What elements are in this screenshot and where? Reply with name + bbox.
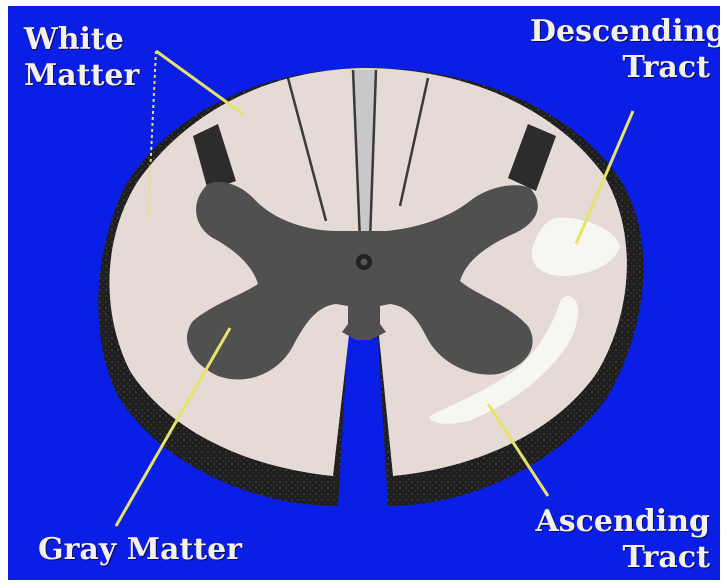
diagram-frame: White Matter Descending Tract Gray Matte… bbox=[8, 6, 720, 580]
label-descending-tract-line-2: Tract bbox=[530, 50, 710, 86]
label-ascending-tract-line-1: Ascending bbox=[530, 504, 710, 540]
label-gray-matter-line-1: Gray Matter bbox=[38, 532, 242, 568]
label-gray-matter: Gray Matter bbox=[38, 532, 242, 568]
label-white-matter-line-2: Matter bbox=[24, 58, 139, 94]
label-descending-tract-line-1: Descending bbox=[530, 14, 710, 50]
label-ascending-tract: Ascending Tract bbox=[530, 504, 710, 576]
label-ascending-tract-line-2: Tract bbox=[530, 540, 710, 576]
label-white-matter: White Matter bbox=[24, 22, 139, 94]
label-white-matter-line-1: White bbox=[24, 22, 139, 58]
central-canal-lumen bbox=[361, 259, 368, 266]
label-descending-tract: Descending Tract bbox=[530, 14, 710, 86]
